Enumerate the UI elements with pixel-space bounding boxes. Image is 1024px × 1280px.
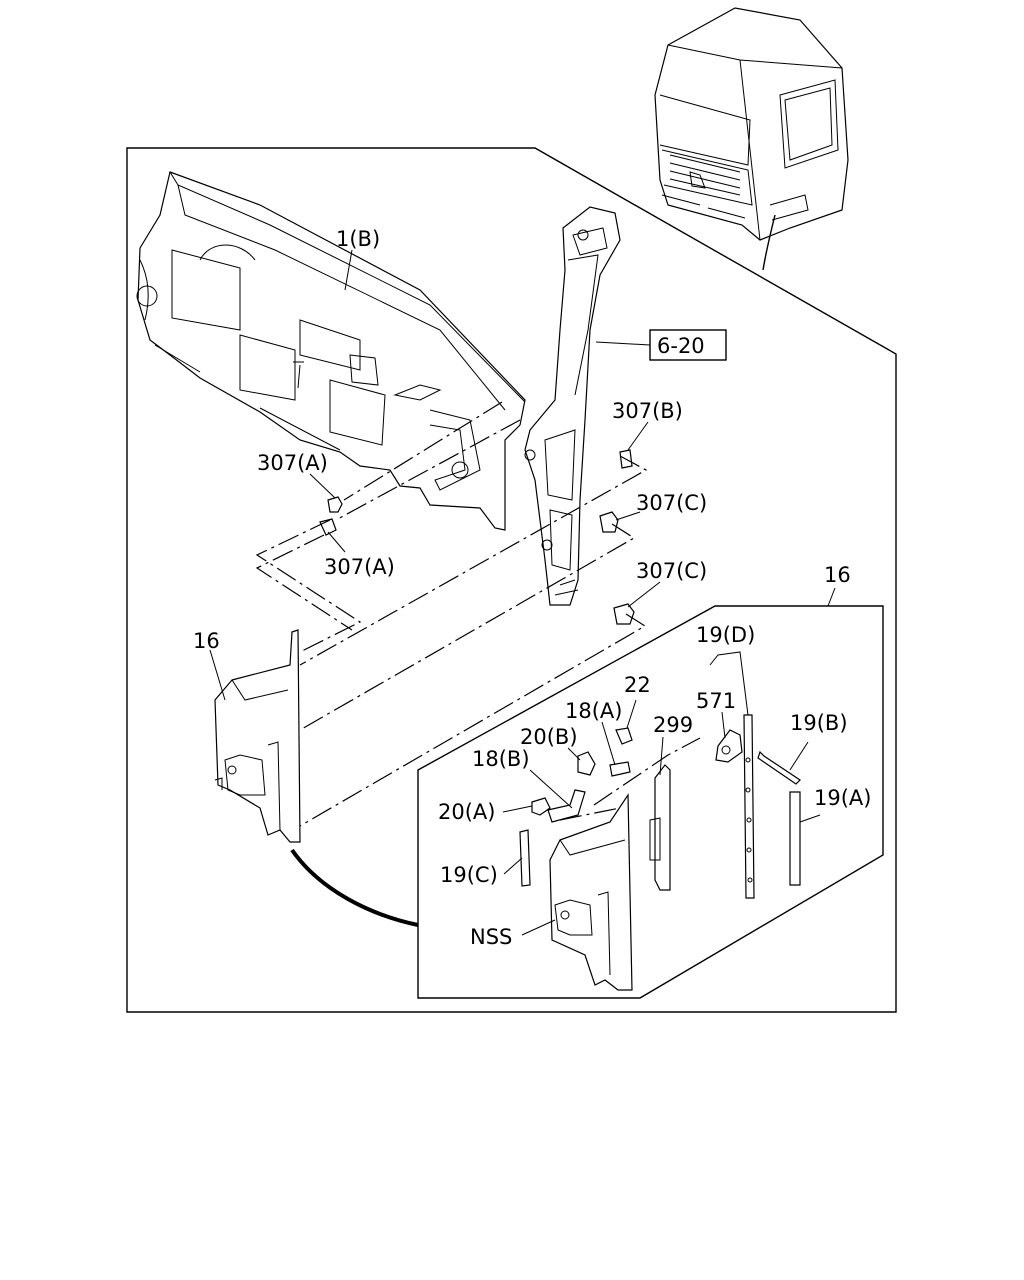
pad-18b bbox=[547, 789, 586, 823]
label-307c-upper: 307(C) bbox=[636, 491, 707, 515]
clip-20b bbox=[577, 751, 596, 776]
strip-19b bbox=[757, 750, 801, 785]
label-307a-lower: 307(A) bbox=[324, 555, 395, 579]
main-frame bbox=[126, 147, 897, 1013]
clip-307a-upper bbox=[327, 496, 343, 513]
pad-18a bbox=[609, 761, 631, 777]
bracket-571 bbox=[715, 729, 743, 763]
cowl-panel-1b bbox=[136, 171, 526, 531]
label-16-main: 16 bbox=[193, 629, 220, 653]
label-6-20: 6-20 bbox=[657, 334, 705, 358]
corner-panel-16-main bbox=[214, 629, 301, 843]
a-pillar-6-20 bbox=[524, 206, 621, 606]
label-19b: 19(B) bbox=[790, 711, 848, 735]
strip-19d bbox=[743, 714, 755, 899]
label-1b: 1(B) bbox=[336, 227, 380, 251]
leader-lines bbox=[209, 249, 836, 936]
ref-box-6-20 bbox=[649, 329, 727, 361]
label-18b: 18(B) bbox=[472, 747, 530, 771]
label-nss: NSS bbox=[470, 925, 512, 949]
detail-frame-16 bbox=[417, 605, 884, 999]
label-19c: 19(C) bbox=[440, 863, 498, 887]
screw-22 bbox=[615, 727, 633, 745]
label-22: 22 bbox=[624, 673, 651, 697]
label-19a: 19(A) bbox=[814, 786, 871, 810]
clip-307c-upper bbox=[599, 511, 619, 533]
label-16-detail: 16 bbox=[824, 563, 851, 587]
label-307a-upper: 307(A) bbox=[257, 451, 328, 475]
clip-307c-lower bbox=[613, 603, 635, 625]
alignment-lines bbox=[255, 401, 701, 827]
strip-19a bbox=[789, 791, 801, 886]
detail-link-arrow bbox=[290, 848, 419, 927]
label-19d: 19(D) bbox=[696, 623, 755, 647]
label-18a: 18(A) bbox=[565, 699, 622, 723]
rail-299 bbox=[649, 764, 671, 891]
corner-panel-nss bbox=[549, 793, 633, 991]
label-20b: 20(B) bbox=[520, 725, 578, 749]
label-299: 299 bbox=[653, 713, 693, 737]
label-20a: 20(A) bbox=[438, 800, 495, 824]
truck-cab-illustration bbox=[654, 7, 849, 271]
strip-19c bbox=[519, 829, 531, 887]
label-571: 571 bbox=[696, 689, 736, 713]
clip-20a bbox=[531, 797, 551, 816]
label-307c-lower: 307(C) bbox=[636, 559, 707, 583]
label-307b: 307(B) bbox=[612, 399, 683, 423]
